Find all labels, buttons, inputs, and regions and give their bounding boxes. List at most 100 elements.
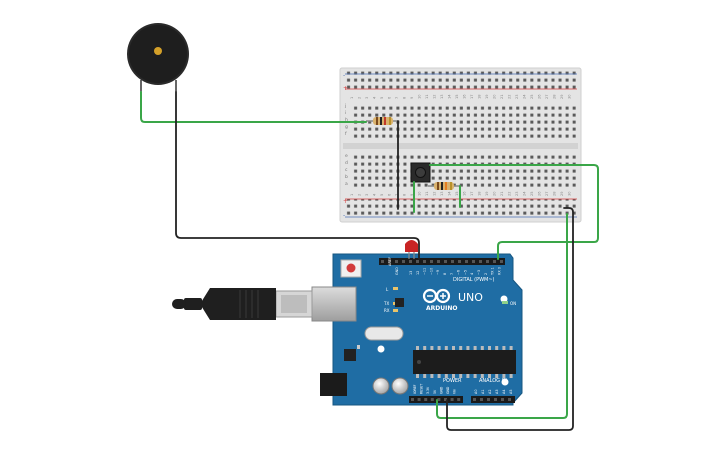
header-pin[interactable] bbox=[494, 398, 497, 401]
header-pin[interactable] bbox=[395, 260, 398, 263]
header-pin[interactable] bbox=[501, 398, 504, 401]
column-number: 7 bbox=[395, 97, 399, 99]
header-pin[interactable] bbox=[500, 260, 503, 263]
header-pin[interactable] bbox=[423, 260, 426, 263]
resistor-band bbox=[380, 117, 382, 125]
led-body bbox=[405, 240, 418, 252]
resistor-button[interactable] bbox=[428, 182, 460, 190]
atmega-chip bbox=[413, 350, 516, 374]
chip-pin bbox=[480, 374, 484, 378]
column-number: 8 bbox=[403, 96, 407, 99]
header-pin[interactable] bbox=[486, 260, 489, 263]
chip-pin bbox=[452, 346, 455, 350]
header-pin[interactable] bbox=[444, 398, 447, 401]
header-pin[interactable] bbox=[381, 260, 384, 263]
column-number: 20 bbox=[493, 94, 497, 99]
header-pin[interactable] bbox=[437, 260, 440, 263]
row-letter: d bbox=[345, 160, 348, 166]
top-rail-plus-label: + bbox=[343, 85, 348, 92]
header-pin[interactable] bbox=[430, 260, 433, 263]
header-pin[interactable] bbox=[458, 260, 461, 263]
column-number: 19 bbox=[485, 191, 489, 196]
header-pin[interactable] bbox=[416, 260, 419, 263]
header-pin[interactable] bbox=[450, 398, 454, 401]
digital-pin-label: ~6 bbox=[457, 270, 461, 275]
column-number: 28 bbox=[553, 191, 557, 196]
analog-pin-label: A1 bbox=[481, 390, 485, 394]
header-pin[interactable] bbox=[437, 398, 441, 401]
digital-pin-label: ~10 bbox=[429, 268, 433, 275]
column-number: 9 bbox=[410, 96, 414, 99]
wire-5v-to-rail[interactable] bbox=[436, 213, 568, 419]
resistor-band bbox=[441, 182, 443, 190]
column-number: 28 bbox=[553, 94, 557, 99]
header-pin[interactable] bbox=[411, 398, 414, 401]
header-pin[interactable] bbox=[457, 398, 461, 401]
usb-cable[interactable] bbox=[172, 288, 313, 320]
chip-notch bbox=[417, 360, 421, 364]
column-number: 4 bbox=[373, 96, 377, 99]
power-pin-label: Vin bbox=[453, 389, 457, 394]
resistor-band bbox=[376, 117, 378, 125]
row-letter: i bbox=[345, 110, 346, 116]
column-number: 14 bbox=[448, 94, 452, 99]
column-number: 15 bbox=[455, 191, 459, 196]
header-pin[interactable] bbox=[480, 398, 483, 401]
pushbutton-cap bbox=[415, 167, 426, 178]
usb-plug-housing bbox=[200, 288, 276, 320]
header-pin[interactable] bbox=[424, 398, 428, 401]
header-pin[interactable] bbox=[487, 398, 490, 401]
power-pin-label: RESET bbox=[420, 384, 424, 394]
digital-pin-label: ~3 bbox=[477, 270, 481, 275]
wire-buzzer-to-resistor[interactable] bbox=[140, 91, 367, 123]
chip-pin bbox=[473, 374, 477, 378]
chip-pin bbox=[437, 346, 441, 350]
chip-pin bbox=[423, 346, 427, 350]
piezo-buzzer[interactable] bbox=[127, 23, 189, 92]
header-pin[interactable] bbox=[479, 260, 482, 263]
column-number: 11 bbox=[425, 94, 429, 99]
bottom-power-rail-holes bbox=[345, 199, 577, 217]
column-number: 22 bbox=[508, 191, 512, 196]
power-header-pins bbox=[411, 398, 461, 401]
column-number: 5 bbox=[380, 97, 384, 99]
pushbutton[interactable] bbox=[410, 162, 431, 183]
resistor-buzzer[interactable] bbox=[366, 117, 398, 125]
column-number: 7 bbox=[395, 194, 399, 196]
header-pin[interactable] bbox=[417, 398, 421, 401]
wire-gnd-to-rail[interactable] bbox=[446, 207, 574, 431]
header-pin[interactable] bbox=[508, 398, 511, 401]
wire-button-to-pin2[interactable] bbox=[429, 164, 599, 260]
header-pin[interactable] bbox=[493, 260, 496, 263]
digital-pin-label: 7 bbox=[450, 273, 454, 275]
column-number: 4 bbox=[373, 193, 377, 196]
header-pin[interactable] bbox=[473, 398, 476, 401]
header-pin[interactable] bbox=[444, 260, 447, 263]
wire-buzzer-to-gnd[interactable] bbox=[175, 91, 420, 260]
red-led[interactable] bbox=[405, 240, 418, 259]
chip-pin bbox=[509, 346, 513, 350]
column-number: 6 bbox=[388, 193, 392, 196]
digital-pin-label: 12 bbox=[416, 271, 420, 275]
header-pin[interactable] bbox=[430, 398, 434, 401]
header-pin[interactable] bbox=[472, 260, 475, 263]
column-number: 1 bbox=[350, 194, 354, 196]
chip-pin bbox=[437, 374, 441, 378]
resistor-band bbox=[389, 117, 391, 125]
header-pin[interactable] bbox=[465, 260, 468, 263]
mounting-hole bbox=[501, 378, 509, 386]
column-number: 25 bbox=[530, 191, 534, 196]
header-pin[interactable] bbox=[388, 260, 391, 263]
column-number: 30 bbox=[568, 94, 572, 99]
wires bbox=[140, 91, 599, 431]
chip-pin bbox=[416, 374, 419, 378]
power-pin-label: GND bbox=[439, 386, 443, 394]
usb-strain-relief bbox=[184, 298, 202, 310]
header-pin[interactable] bbox=[451, 260, 454, 263]
center-channel bbox=[343, 143, 578, 149]
header-pin[interactable] bbox=[409, 260, 412, 263]
bottom-terminal-holes bbox=[351, 153, 576, 189]
header-pin[interactable] bbox=[402, 260, 405, 263]
